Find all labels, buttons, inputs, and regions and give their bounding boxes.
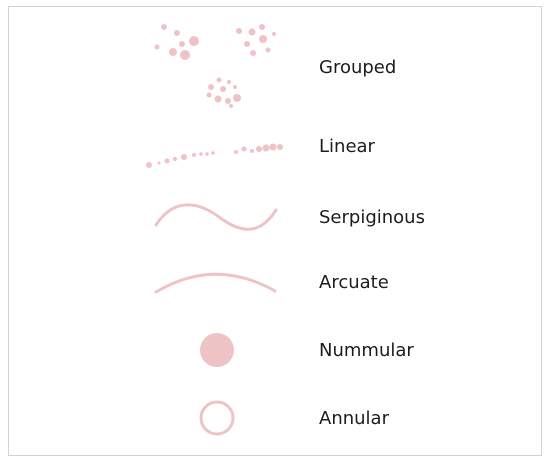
legend-row-annular: Annular [9,387,541,455]
legend-label-annular: Annular [319,408,389,429]
legend-label-arcuate: Arcuate [319,272,389,293]
legend-label-linear: Linear [319,136,375,157]
filled-circle-icon [200,333,234,367]
legend-row-serpiginous: Serpiginous [9,177,541,247]
legend-row-grouped: Grouped [9,7,541,117]
lesion-pattern-legend: Grouped Linear [8,6,542,456]
legend-row-nummular: Nummular [9,317,541,387]
legend-row-arcuate: Arcuate [9,247,541,317]
arc-line-icon [154,272,277,294]
legend-row-linear: Linear [9,117,541,177]
ring-icon [199,400,235,436]
wavy-line-icon [154,203,278,231]
legend-label-serpiginous: Serpiginous [319,207,425,228]
linear-dots-icon [146,143,283,168]
grouped-dots-icon [154,24,276,108]
legend-label-grouped: Grouped [319,57,397,78]
legend-label-nummular: Nummular [319,340,414,361]
